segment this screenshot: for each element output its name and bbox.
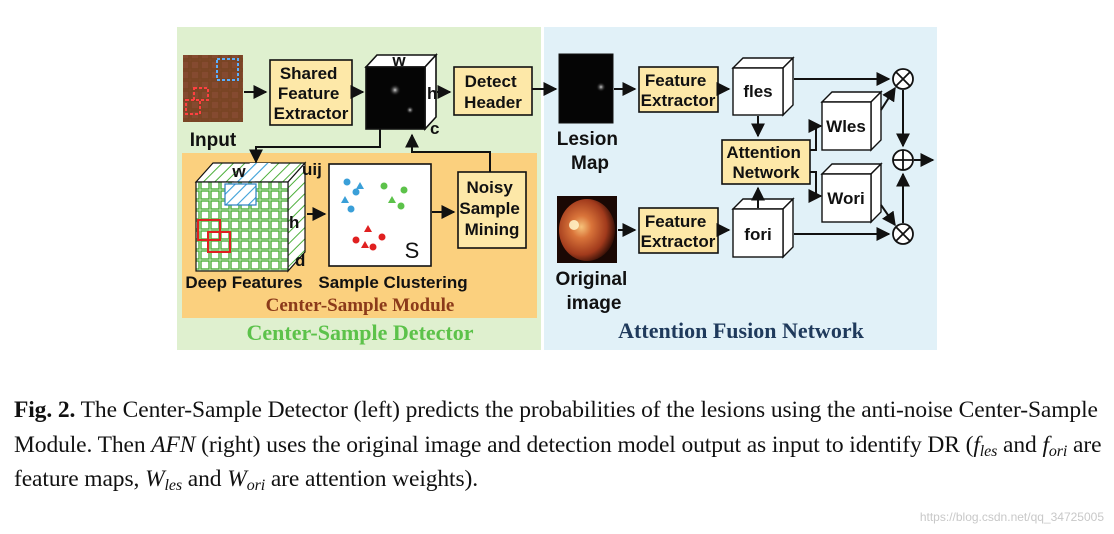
- dim-w-module: w: [231, 162, 246, 181]
- original-fundus-image: [557, 196, 617, 263]
- feature-extractor-bottom-box: [638, 207, 719, 254]
- detect-header-label: Detect Header: [464, 72, 522, 112]
- input-image: [183, 55, 243, 122]
- dim-h-module: h: [289, 213, 299, 232]
- detect-header-box: [453, 66, 533, 116]
- arrow-wori-to-multiply: [880, 204, 896, 227]
- caption-afn: AFN: [151, 431, 196, 458]
- caption-and-1: and: [997, 431, 1043, 458]
- caption-w-les: W: [145, 466, 165, 492]
- module-title: Center-Sample Module: [266, 295, 455, 316]
- multiply-top-operator: [892, 68, 914, 90]
- deep-features-label: Deep Features: [185, 273, 302, 292]
- deep-features-cube: [194, 161, 307, 273]
- sample-clustering-label: Sample Clustering: [318, 273, 467, 292]
- noisy-sample-mining-label: Noisy Sample Mining: [459, 178, 524, 239]
- caption-f-ori: f: [1042, 431, 1049, 458]
- shared-feature-extractor-box: [269, 59, 353, 126]
- feature-map-cube: [364, 52, 438, 132]
- wori-label: Wori: [827, 189, 864, 208]
- wori-cube: [820, 162, 883, 224]
- dim-d-module: d: [295, 251, 305, 270]
- fles-cube: [731, 56, 795, 117]
- feature-extractor-bottom-label: Feature Extractor: [641, 212, 716, 251]
- noisy-sample-mining-box: [457, 171, 527, 249]
- lesion-map-label: Lesion Map: [557, 129, 624, 174]
- caption-text-4: are attention weights).: [265, 466, 479, 492]
- sum-operator: [892, 149, 914, 171]
- arrow-attention-to-wles: [808, 119, 823, 151]
- caption-and-2: and: [182, 466, 228, 492]
- dim-uij: uij: [302, 160, 322, 179]
- watermark: https://blog.csdn.net/qq_34725005: [919, 510, 1104, 524]
- figure-caption: Fig. 2. The Center-Sample Detector (left…: [14, 393, 1106, 497]
- arrow-featuremap-to-deep-features: [249, 129, 381, 164]
- caption-ori-sub: ori: [1048, 442, 1068, 460]
- left-panel-title: Center-Sample Detector: [246, 320, 473, 345]
- caption-text-3: are feature maps,: [14, 431, 1102, 493]
- attention-network-box: [721, 139, 811, 185]
- right-panel-title: Attention Fusion Network: [618, 318, 864, 343]
- feature-extractor-top-label: Feature Extractor: [641, 71, 716, 110]
- caption-text-1: The Center-Sample Detector (left) predic…: [14, 397, 1098, 458]
- arrow-noisy-mining-to-featuremap: [405, 133, 491, 172]
- caption-les-sub: les: [979, 442, 998, 460]
- dim-h-top: h: [427, 84, 437, 103]
- multiply-bottom-operator: [892, 223, 914, 245]
- cluster-points: [341, 178, 408, 251]
- caption-w-ori-sub: ori: [246, 477, 266, 494]
- wles-cube: [820, 90, 883, 152]
- original-image-label: Original image: [555, 269, 632, 314]
- lesion-map-spot: [596, 82, 606, 92]
- caption-w-ori: W: [227, 466, 247, 492]
- fles-label: fles: [743, 82, 772, 101]
- feature-extractor-top-box: [638, 66, 719, 113]
- dim-w-top: w: [391, 51, 406, 70]
- arrow-wles-to-multiply: [880, 86, 896, 111]
- shared-feature-extractor-label: Shared Feature Extractor: [274, 64, 349, 123]
- attention-network-label: Attention Network: [726, 143, 805, 182]
- dim-c-top: c: [430, 119, 439, 138]
- wles-label: Wles: [826, 117, 866, 136]
- caption-w-les-sub: les: [164, 477, 183, 494]
- cluster-label-s: S: [405, 238, 420, 263]
- caption-fig-number: Fig. 2.: [14, 397, 76, 423]
- input-label: Input: [190, 130, 237, 151]
- fori-label: fori: [744, 225, 771, 244]
- arrow-attention-to-wori: [808, 171, 823, 203]
- framework-diagram: Input Shared Feature Extractor w h c Det…: [177, 27, 937, 350]
- fori-cube: [731, 197, 795, 259]
- caption-text-2: (right) uses the original image and dete…: [195, 431, 974, 458]
- caption-f-les: f: [973, 431, 980, 458]
